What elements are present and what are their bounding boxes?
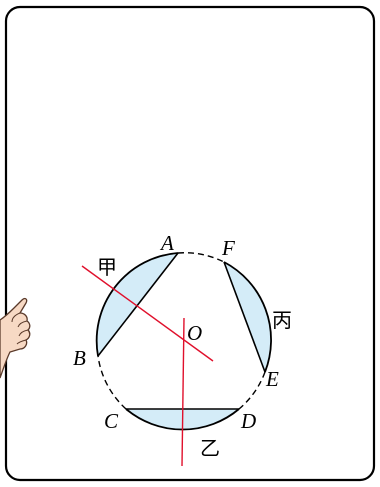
chord-ab bbox=[97, 252, 179, 357]
label-point-b: B bbox=[73, 346, 86, 370]
arc-fe bbox=[223, 261, 272, 373]
label-point-c: C bbox=[104, 409, 119, 433]
chord-fe bbox=[223, 261, 266, 373]
label-point-f: F bbox=[221, 236, 235, 260]
label-region-jia: 甲 bbox=[97, 255, 117, 279]
arc-af-dashed bbox=[177, 252, 225, 263]
bisector-jia bbox=[81, 265, 214, 362]
label-point-e: E bbox=[265, 367, 279, 391]
card-frame bbox=[4, 5, 376, 482]
label-region-yi: 乙 bbox=[200, 436, 220, 460]
label-point-o: O bbox=[187, 321, 202, 345]
bisector-yi bbox=[181, 317, 185, 467]
segment-bing bbox=[224, 262, 272, 372]
label-point-d: D bbox=[240, 409, 256, 433]
arc-ed-dashed bbox=[238, 371, 266, 410]
arc-cb-dashed bbox=[97, 355, 127, 410]
arc-ab bbox=[95, 252, 179, 357]
label-point-a: A bbox=[159, 231, 174, 255]
label-region-bing: 丙 bbox=[272, 308, 292, 332]
pointing-hand-icon bbox=[0, 297, 31, 379]
